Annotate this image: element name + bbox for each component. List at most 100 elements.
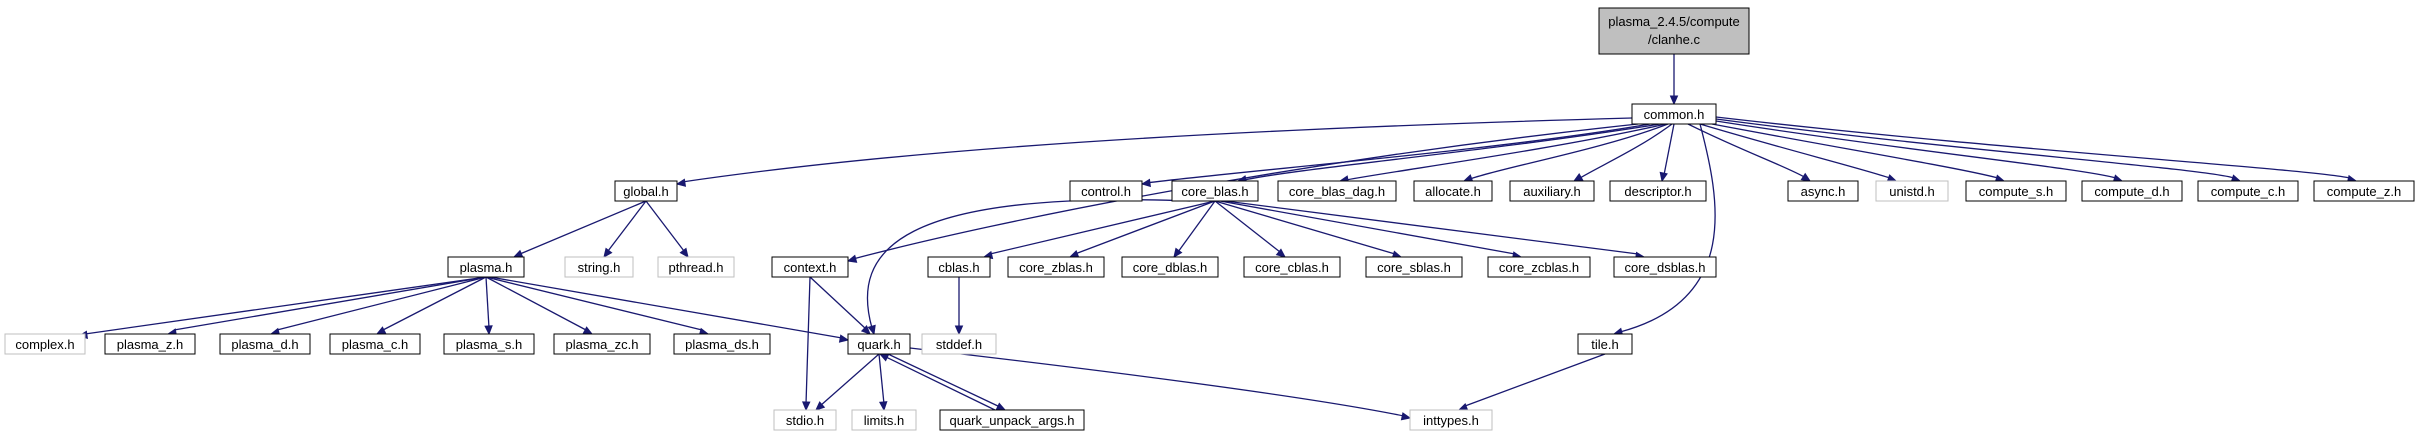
root-file-node[interactable]: plasma_2.4.5/compute /clanhe.c bbox=[1598, 7, 1750, 55]
dependency-edge bbox=[878, 353, 885, 405]
include-edge bbox=[1457, 353, 1606, 411]
include-edge bbox=[1612, 123, 1716, 336]
node-core-dblas-h[interactable]: core_dblas.h bbox=[1121, 256, 1219, 278]
include-edge bbox=[878, 353, 888, 412]
node-plasma-zc-h[interactable]: plasma_zc.h bbox=[553, 333, 651, 355]
dependency-edge bbox=[909, 347, 1405, 417]
node-limits-h[interactable]: limits.h bbox=[851, 409, 917, 431]
node-label: core_dblas.h bbox=[1133, 260, 1207, 275]
include-edge bbox=[166, 276, 487, 337]
node-core-dsblas-h[interactable]: core_dsblas.h bbox=[1613, 256, 1717, 278]
node-common-h[interactable]: common.h bbox=[1631, 103, 1717, 125]
node-plasma-h[interactable]: plasma.h bbox=[447, 256, 525, 278]
node-label: core_blas_dag.h bbox=[1289, 184, 1385, 199]
node-plasma-z-h[interactable]: plasma_z.h bbox=[104, 333, 196, 355]
dependency-edge bbox=[489, 276, 843, 339]
arrowhead bbox=[815, 401, 826, 411]
node-compute-z-h[interactable]: compute_z.h bbox=[2313, 180, 2415, 202]
include-edge bbox=[1224, 200, 1646, 261]
node-core-cblas-h[interactable]: core_cblas.h bbox=[1243, 256, 1341, 278]
node-unistd-h[interactable]: unistd.h bbox=[1875, 180, 1949, 202]
node-quark-unpack-args-h[interactable]: quark_unpack_args.h bbox=[939, 409, 1085, 431]
node-label: core_sblas.h bbox=[1377, 260, 1451, 275]
node-label: plasma.h bbox=[460, 260, 513, 275]
node-core-blas-h[interactable]: core_blas.h bbox=[1171, 180, 1259, 202]
node-label: common.h bbox=[1644, 107, 1705, 122]
include-edge bbox=[982, 200, 1216, 260]
node-stddef-h[interactable]: stddef.h bbox=[921, 333, 997, 355]
dependency-edge bbox=[1345, 123, 1667, 181]
node-descriptor-h[interactable]: descriptor.h bbox=[1609, 180, 1707, 202]
node-compute-d-h[interactable]: compute_d.h bbox=[2081, 180, 2183, 202]
node-label: compute_z.h bbox=[2327, 184, 2401, 199]
node-async-h[interactable]: async.h bbox=[1787, 180, 1859, 202]
arrowhead bbox=[512, 249, 524, 258]
include-edge bbox=[269, 276, 487, 336]
node-core-sblas-h[interactable]: core_sblas.h bbox=[1365, 256, 1463, 278]
include-edge bbox=[1669, 54, 1679, 106]
arrowhead bbox=[675, 178, 687, 187]
node-core-blas-dag-h[interactable]: core_blas_dag.h bbox=[1277, 180, 1397, 202]
node-label: global.h bbox=[623, 184, 669, 199]
arrowhead bbox=[1572, 173, 1584, 182]
node-control-h[interactable]: control.h bbox=[1069, 180, 1143, 202]
include-edge bbox=[815, 353, 880, 411]
node-cblas-h[interactable]: cblas.h bbox=[927, 256, 991, 278]
dependency-edge bbox=[1687, 123, 1807, 179]
file-nodes: plasma_2.4.5/compute /clanhe.c common.h … bbox=[4, 7, 2415, 431]
dependency-edge bbox=[1469, 123, 1669, 180]
node-label: string.h bbox=[578, 260, 621, 275]
arrowhead bbox=[878, 401, 888, 412]
include-edge bbox=[484, 276, 493, 336]
arrowhead bbox=[1800, 172, 1812, 182]
arrowhead bbox=[846, 254, 858, 263]
node-plasma-d-h[interactable]: plasma_d.h bbox=[219, 333, 311, 355]
dependency-edge bbox=[1715, 118, 2235, 179]
dependency-edge bbox=[1619, 123, 1716, 333]
node-label: control.h bbox=[1081, 184, 1131, 199]
root-file-path-line2: /clanhe.c bbox=[1648, 32, 1701, 47]
arrowhead bbox=[838, 334, 850, 343]
node-compute-s-h[interactable]: compute_s.h bbox=[1965, 180, 2067, 202]
node-label: core_cblas.h bbox=[1255, 260, 1329, 275]
node-stdio-h[interactable]: stdio.h bbox=[773, 409, 837, 431]
node-label: plasma_d.h bbox=[231, 337, 298, 352]
node-plasma-ds-h[interactable]: plasma_ds.h bbox=[673, 333, 771, 355]
node-plasma-s-h[interactable]: plasma_s.h bbox=[443, 333, 535, 355]
dependency-edge bbox=[84, 276, 487, 335]
include-edge bbox=[909, 347, 1412, 421]
include-edge bbox=[512, 200, 647, 258]
arrowhead bbox=[995, 402, 1007, 411]
node-quark-h[interactable]: quark.h bbox=[847, 333, 911, 355]
arrowhead bbox=[1140, 178, 1151, 188]
node-string-h[interactable]: string.h bbox=[564, 256, 634, 278]
node-core-zblas-h[interactable]: core_zblas.h bbox=[1007, 256, 1105, 278]
node-label: cblas.h bbox=[938, 260, 979, 275]
node-auxiliary-h[interactable]: auxiliary.h bbox=[1509, 180, 1595, 202]
node-allocate-h[interactable]: allocate.h bbox=[1413, 180, 1493, 202]
arrowhead bbox=[1068, 249, 1080, 258]
node-label: core_zblas.h bbox=[1019, 260, 1093, 275]
dependency-edge bbox=[1177, 200, 1216, 253]
node-global-h[interactable]: global.h bbox=[614, 180, 678, 202]
node-inttypes-h[interactable]: inttypes.h bbox=[1409, 409, 1493, 431]
node-plasma-c-h[interactable]: plasma_c.h bbox=[329, 333, 421, 355]
dependency-edge bbox=[1715, 120, 2117, 179]
node-compute-c-h[interactable]: compute_c.h bbox=[2197, 180, 2299, 202]
dependency-edge bbox=[1243, 123, 1661, 181]
node-label: plasma_zc.h bbox=[566, 337, 639, 352]
arrowhead bbox=[1659, 171, 1668, 183]
include-edge bbox=[1068, 200, 1216, 258]
node-pthread-h[interactable]: pthread.h bbox=[657, 256, 735, 278]
node-core-zcblas-h[interactable]: core_zcblas.h bbox=[1487, 256, 1591, 278]
dependency-edge bbox=[1214, 200, 1396, 255]
node-label: context.h bbox=[784, 260, 837, 275]
node-label: plasma_ds.h bbox=[685, 337, 759, 352]
include-edge bbox=[375, 276, 487, 335]
node-label: limits.h bbox=[864, 413, 904, 428]
dependency-edges bbox=[77, 54, 2358, 421]
node-complex-h[interactable]: complex.h bbox=[4, 333, 86, 355]
node-context-h[interactable]: context.h bbox=[771, 256, 849, 278]
node-tile-h[interactable]: tile.h bbox=[1577, 333, 1633, 355]
